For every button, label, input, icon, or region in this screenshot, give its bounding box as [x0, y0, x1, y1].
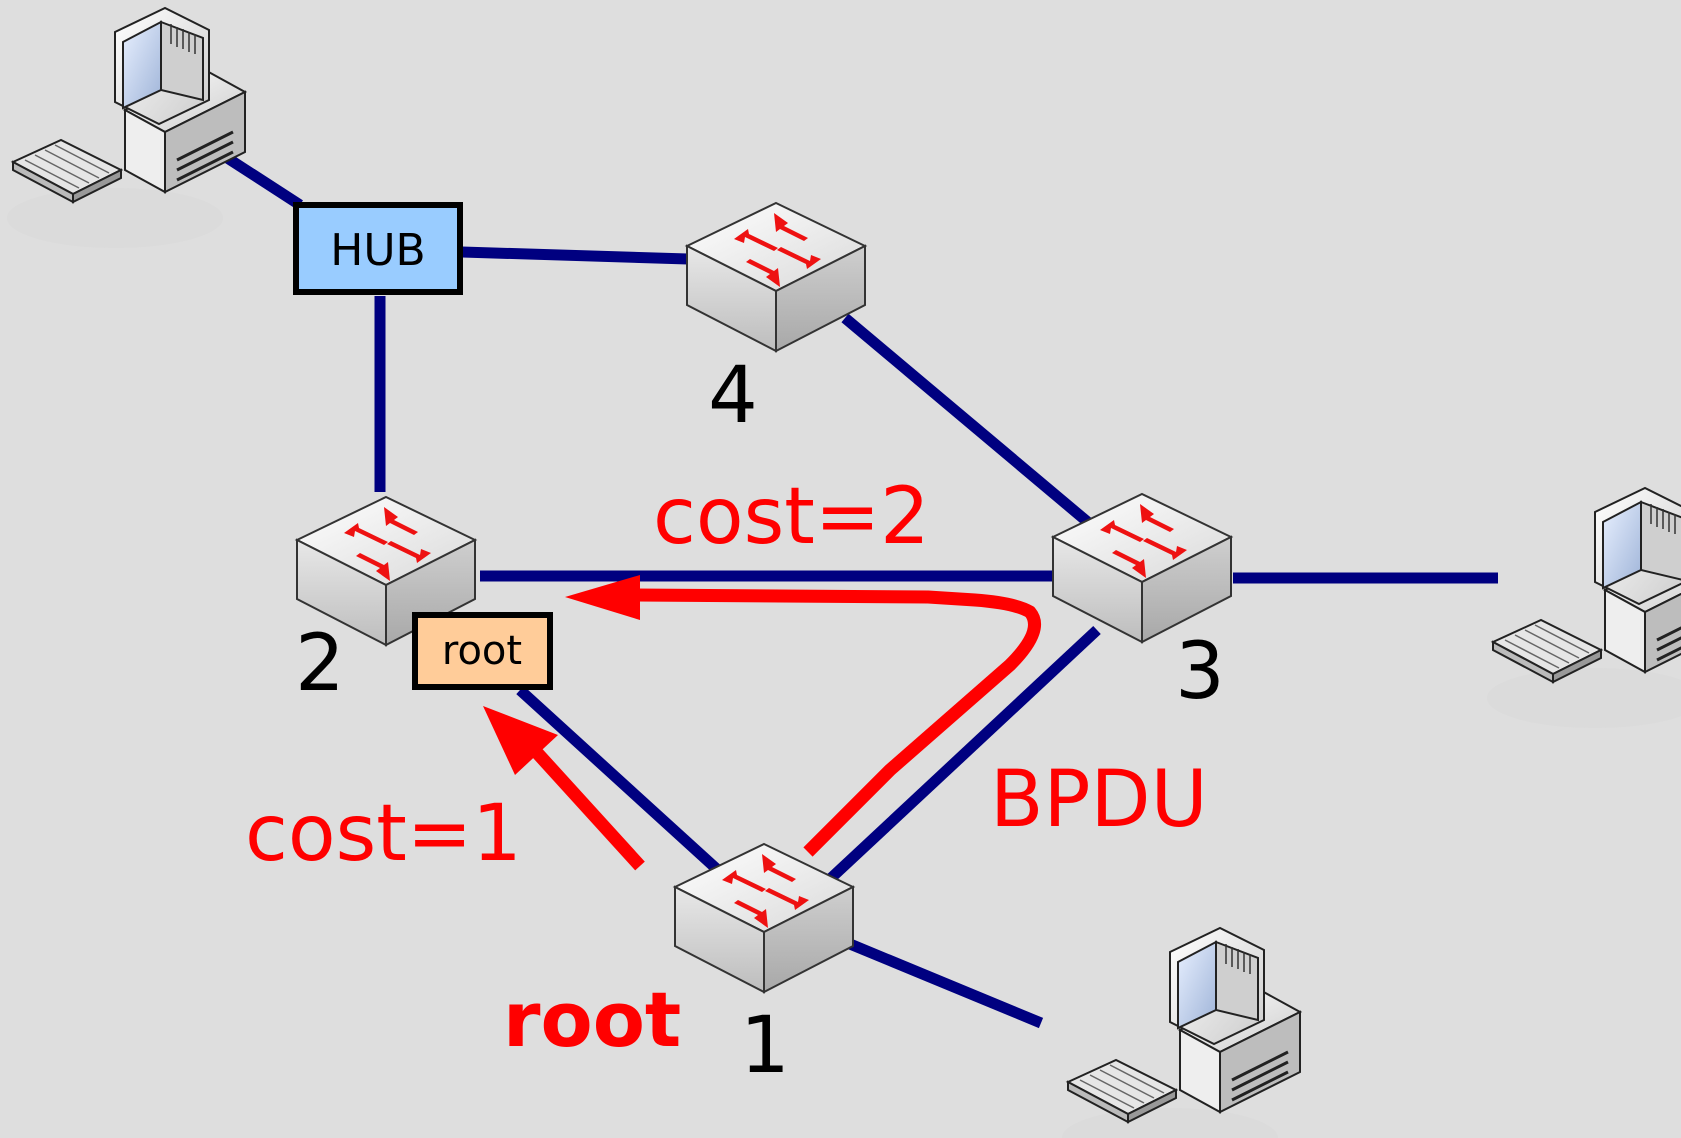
- switch-2-label: 2: [295, 619, 345, 709]
- bpdu-path: [634, 588, 1041, 857]
- computer-icon: [1485, 486, 1681, 730]
- cost-2-label: cost=2: [653, 472, 930, 562]
- hub-label: HUB: [330, 225, 425, 276]
- switch-3-label: 3: [1175, 627, 1225, 717]
- computer-icon: [1060, 926, 1302, 1138]
- cost-1-arrowhead: [483, 706, 558, 775]
- bpdu-arrowhead: [565, 575, 640, 620]
- bpdu-label: BPDU: [990, 755, 1208, 845]
- root-port: root: [412, 612, 553, 690]
- root-port-box: [412, 612, 553, 690]
- link-switch-4-switch-3: [841, 313, 1094, 529]
- link-switch-3-switch-1: [825, 625, 1101, 885]
- switch-icon: [686, 202, 866, 352]
- root-bridge-label: root: [503, 975, 681, 1064]
- cost-1-label: cost=1: [245, 789, 522, 879]
- computer-icon: [5, 6, 247, 250]
- link-switch-2-switch-1: [516, 685, 724, 877]
- link-switch-1-pc: [847, 938, 1044, 1029]
- cost-1-arrow: [525, 740, 645, 871]
- network-links: [212, 145, 1498, 1029]
- switch-icon: [674, 843, 854, 993]
- switch-1-label: 1: [740, 1001, 790, 1091]
- link-hub-switch-4: [461, 246, 689, 265]
- switch-4-label: 4: [708, 351, 758, 441]
- root-port-label: root: [442, 628, 522, 674]
- hub: HUB: [293, 202, 463, 295]
- hub-box: [293, 202, 463, 295]
